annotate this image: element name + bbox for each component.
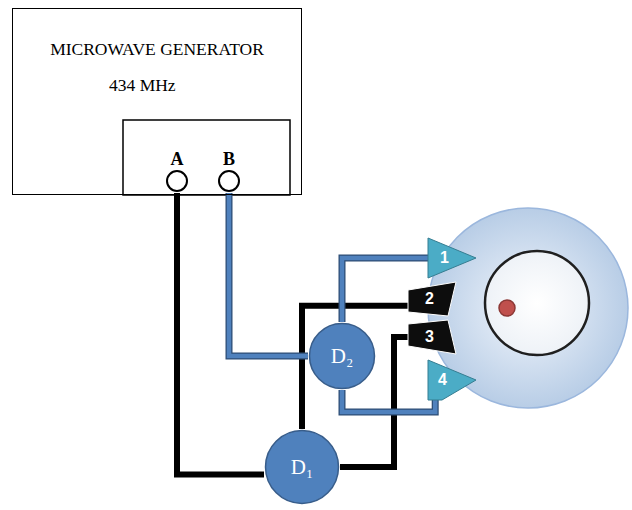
cable-core [342,390,435,412]
cable-outline [342,390,435,412]
coax-cable-blue [342,390,435,412]
port-ring [219,171,239,191]
antenna: 4 [428,360,476,400]
power-divider: D₂ [308,322,376,390]
generator-box: MICROWAVE GENERATOR 434 MHzA B [12,8,302,195]
phantom-core [485,251,589,355]
power-divider: D₁ [264,429,340,505]
divider-label: D₁ [291,455,314,480]
callout-number: 1 [440,250,449,266]
target-spot [499,300,515,316]
antenna-shape [428,238,476,278]
divider-circle [266,431,339,504]
output-port: B [214,149,244,193]
coax-cable-blue [229,193,308,356]
antenna: 3 [408,320,456,354]
antenna-outline [428,238,476,278]
coax-cable-black [177,193,264,475]
callout-number: 4 [438,372,447,388]
device-title: MICROWAVE GENERATOR [50,39,264,59]
cable-core [177,193,264,475]
antenna: 2 [408,282,456,316]
port-connector [214,169,244,193]
callout-number: 2 [425,291,434,307]
antenna: 1 [428,238,476,278]
output-port: A [162,149,192,193]
divider-label: D₂ [331,344,354,369]
frequency-label: 434 MHz [109,75,176,95]
cable-outline [229,193,308,356]
antenna-shape [428,360,476,400]
antenna-shape [408,320,456,354]
port-panel [123,120,290,195]
phantom-body [428,208,628,408]
callout-number: 3 [425,329,434,345]
port-label: A [162,149,192,169]
divider-circle [310,324,375,389]
antenna-shape [408,282,456,316]
port-connector [162,169,192,193]
port-ring [167,171,187,191]
antenna-outline [428,360,476,400]
port-label: B [214,149,244,169]
cable-core [229,193,308,356]
